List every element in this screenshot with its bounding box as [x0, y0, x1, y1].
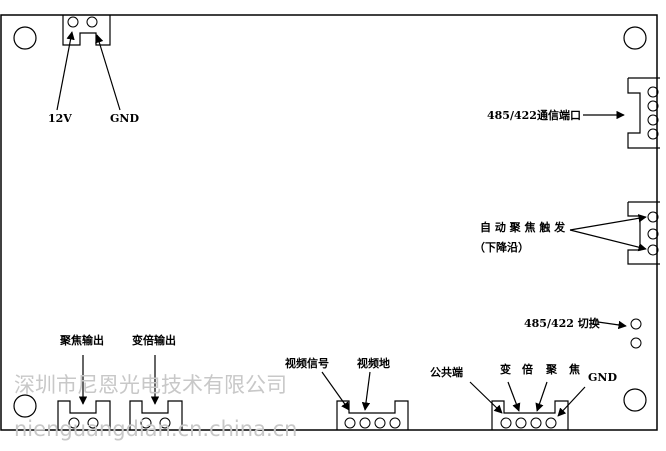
label-focus-out: 聚焦输出: [59, 333, 104, 347]
label-zoom: 变: [500, 362, 511, 376]
arrow-zoom: [507, 381, 521, 412]
arrow-gnd-top: [95, 34, 121, 111]
auto-focus-connector: [627, 201, 660, 265]
lens-control-connector: [491, 400, 569, 430]
label-times: 倍: [522, 362, 533, 376]
label-zoom-out: 变倍输出: [132, 333, 176, 347]
arrow-gnd-bottom: [557, 386, 586, 417]
arrow-focus: [535, 381, 548, 412]
arrow-common: [469, 381, 503, 414]
board-outline: [0, 14, 658, 431]
label-auto-focus-trigger: 自 动 聚 焦 触 发: [480, 220, 566, 234]
switch-pin-1: [630, 318, 642, 330]
label-common: 公共端: [430, 365, 463, 379]
switch-pin-2: [630, 337, 642, 349]
watermark-url: nienguangdian.cn.china.cn: [14, 417, 297, 441]
power-connector: [62, 15, 111, 46]
label-gnd-bottom: GND: [588, 371, 617, 384]
watermark-company: 深圳市尼恩光电技术有限公司: [14, 373, 287, 397]
label-focus: 聚: [545, 363, 558, 376]
mounting-hole-tl: [13, 26, 37, 50]
label-video-ground: 视频地: [357, 356, 390, 370]
label-falling-edge: （下降沿）: [474, 240, 529, 254]
label-gnd-top: GND: [110, 112, 139, 125]
mounting-hole-br: [623, 388, 647, 412]
zoom-output-connector: [129, 400, 183, 430]
arrow-auto-focus-2: [569, 229, 647, 252]
arrow-12v: [56, 31, 75, 111]
arrow-video-ground: [361, 371, 371, 411]
arrow-auto-focus-1: [569, 214, 647, 231]
label-rs485-switch: 485/422 切换: [524, 316, 601, 330]
arrow-rs485-switch: [597, 320, 627, 330]
rs485-port-connector: [627, 77, 660, 149]
label-rs485-port: 485/422通信端口: [487, 108, 581, 122]
label-focus-jiao: 焦: [568, 362, 580, 376]
label-video-signal: 视频信号: [285, 356, 329, 370]
mounting-hole-bl: [13, 394, 37, 418]
arrow-video-signal: [321, 371, 350, 411]
focus-output-connector: [57, 400, 111, 430]
label-12v: 12V: [48, 112, 72, 125]
video-connector: [336, 400, 409, 430]
mounting-hole-tr: [623, 26, 647, 50]
